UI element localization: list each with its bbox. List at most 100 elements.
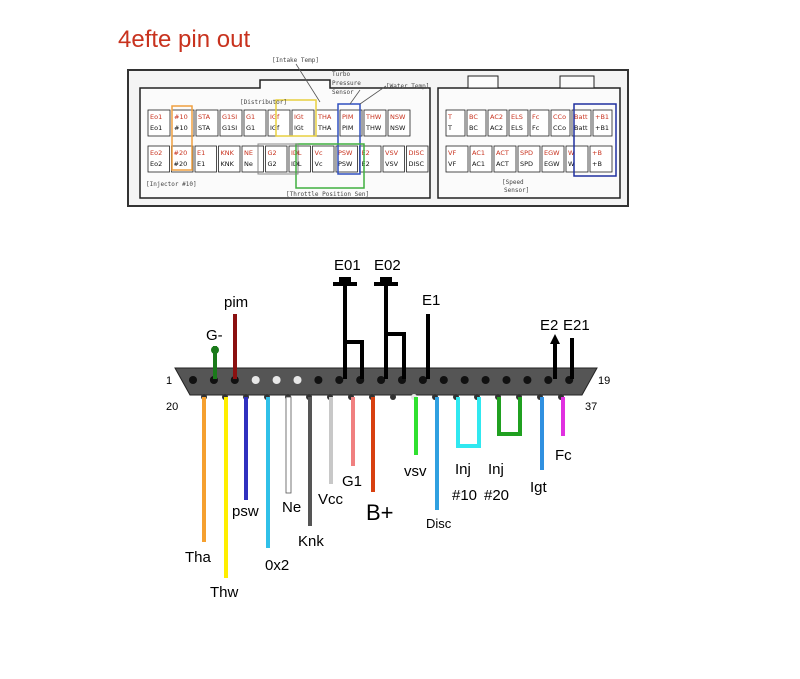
wire-label-inj-20: Inj bbox=[488, 461, 504, 478]
wire-label-ne: Ne bbox=[282, 499, 301, 516]
annotation-speed: [Speed bbox=[502, 179, 524, 186]
wire-label-knk: Knk bbox=[298, 533, 324, 550]
ecu-bottom-right-name: W bbox=[568, 160, 575, 168]
ecu-bottom-left-cell: DISC DISC bbox=[406, 145, 429, 173]
ecu-bottom-left-code: #20 bbox=[174, 149, 188, 157]
ecu-top-left-name: IGf bbox=[270, 124, 280, 132]
ecu-bottom-left-code: Vc bbox=[315, 149, 323, 157]
ecu-bottom-right-code: ACT bbox=[496, 149, 509, 157]
ecu-top-right-name: Fc bbox=[532, 124, 540, 132]
ecu-bottom-right-name: VF bbox=[448, 160, 456, 168]
wire-label-num-10: #10 bbox=[452, 487, 477, 504]
wire-label-e21: E21 bbox=[563, 317, 590, 334]
ecu-bottom-left-code: PSW bbox=[338, 149, 353, 157]
ecu-top-right-code: ELS bbox=[511, 113, 523, 121]
annotation-water-temp: [Water Temp] bbox=[386, 83, 429, 90]
ecu-bottom-left-name: Eo2 bbox=[150, 160, 162, 168]
ecu-top-right-name: +B1 bbox=[595, 124, 609, 132]
ecu-top-left-code: G1SI bbox=[222, 113, 237, 121]
plug-pin-top bbox=[335, 376, 344, 384]
ecu-bottom-left-name: DISC bbox=[409, 160, 425, 168]
bottom-wires: Tha Thw psw 0x2 Ne Knk Vcc G1 B+ vsv Dis… bbox=[185, 396, 572, 601]
wire-label-e1: E1 bbox=[422, 292, 440, 309]
wire-label-e2: E2 bbox=[540, 317, 558, 334]
wire-label-g-minus: G- bbox=[206, 327, 223, 344]
wire-label-tha: Tha bbox=[185, 549, 212, 566]
ecu-bottom-left-cell: PSW PSW bbox=[335, 145, 358, 173]
ecu-top-left-code: NSW bbox=[390, 113, 406, 121]
ecu-top-right-name: AC2 bbox=[490, 124, 503, 132]
ecu-top-right-name: BC bbox=[469, 124, 478, 132]
ecu-top-left-code: STA bbox=[198, 113, 211, 121]
ecu-top-right-name: Batt bbox=[574, 124, 588, 132]
ecu-bottom-right-code: EGW bbox=[544, 149, 560, 157]
wire-label-fc: Fc bbox=[555, 447, 572, 464]
ecu-bottom-right-cell: EGW EGW bbox=[541, 145, 565, 173]
ecu-top-right-code: CCo bbox=[553, 113, 566, 121]
ecu-top-left-cell: #10#10 bbox=[171, 109, 195, 137]
plug-pin-top bbox=[502, 376, 511, 384]
plug-pin-top bbox=[189, 376, 197, 384]
ecu-top-left-code: PIM bbox=[342, 113, 353, 121]
ecu-connector-header: Eo1Eo1#10#10STASTAG1SIG1SIG1G1IGfIGfIGtI… bbox=[127, 57, 629, 207]
wire-label-igt: Igt bbox=[530, 479, 548, 496]
pin-label-19: 19 bbox=[598, 375, 610, 387]
ecu-bottom-right-name: ACT bbox=[496, 160, 509, 168]
ecu-top-right-code: Fc bbox=[532, 113, 540, 121]
ecu-top-left-code: #10 bbox=[174, 113, 188, 121]
pin-label-37: 37 bbox=[585, 401, 597, 413]
ecu-bottom-left-name: E2 bbox=[362, 160, 370, 168]
ecu-bottom-left-code: E1 bbox=[197, 149, 205, 157]
annotation-throttle: [Throttle Position Sen] bbox=[286, 191, 369, 198]
plug-pin-top bbox=[544, 376, 553, 384]
ecu-bottom-left-name: E1 bbox=[197, 160, 205, 168]
pin-label-1: 1 bbox=[166, 375, 172, 387]
wire-label-num-20: #20 bbox=[484, 487, 509, 504]
ecu-top-right-code: BC bbox=[469, 113, 478, 121]
ecu-bottom-left-name: VSV bbox=[385, 160, 399, 168]
ecu-top-right-code: T bbox=[447, 113, 452, 121]
ecu-bottom-right-cell: +B +B bbox=[589, 145, 613, 173]
wire-label-disc: Disc bbox=[426, 516, 452, 531]
ecu-top-right-name: T bbox=[447, 124, 452, 132]
pin-label-20: 20 bbox=[166, 401, 178, 413]
plug-pin-top bbox=[460, 376, 469, 384]
wire-label-e01: E01 bbox=[334, 257, 361, 274]
ecu-top-left-name: #10 bbox=[174, 124, 188, 132]
ecu-top-left-name: Eo1 bbox=[150, 124, 162, 132]
ecu-bottom-left-code: DISC bbox=[409, 149, 425, 157]
ecu-bottom-right-name: EGW bbox=[544, 160, 560, 168]
wire-label-vcc: Vcc bbox=[318, 491, 344, 508]
plug-pin-bottom bbox=[390, 394, 396, 400]
ecu-bottom-left-code: E2 bbox=[362, 149, 370, 157]
page-title: 4efte pin out bbox=[118, 26, 251, 53]
wire-label-g1: G1 bbox=[342, 473, 362, 490]
ecu-bottom-left-name: #20 bbox=[174, 160, 188, 168]
top-wires: G- pim E01 E02 E1 E2 E21 bbox=[206, 257, 590, 379]
ecu-top-left-name: NSW bbox=[390, 124, 406, 132]
ecu-bottom-left-name: PSW bbox=[338, 160, 353, 168]
ecu-top-left-code: G1 bbox=[246, 113, 255, 121]
ecu-top-right-cell: TT bbox=[445, 109, 466, 137]
ecu-top-right-code: Batt bbox=[574, 113, 588, 121]
ecu-bottom-right-name: +B bbox=[592, 160, 602, 168]
ecu-bottom-right-code: +B bbox=[592, 149, 602, 157]
ecu-bottom-right-name: SPD bbox=[520, 160, 533, 168]
wire-label-psw: psw bbox=[232, 503, 259, 520]
ecu-top-right-code: +B1 bbox=[595, 113, 609, 121]
ecu-top-left-code: Eo1 bbox=[150, 113, 162, 121]
ecu-bottom-left-cell: #20#20 bbox=[171, 145, 194, 173]
